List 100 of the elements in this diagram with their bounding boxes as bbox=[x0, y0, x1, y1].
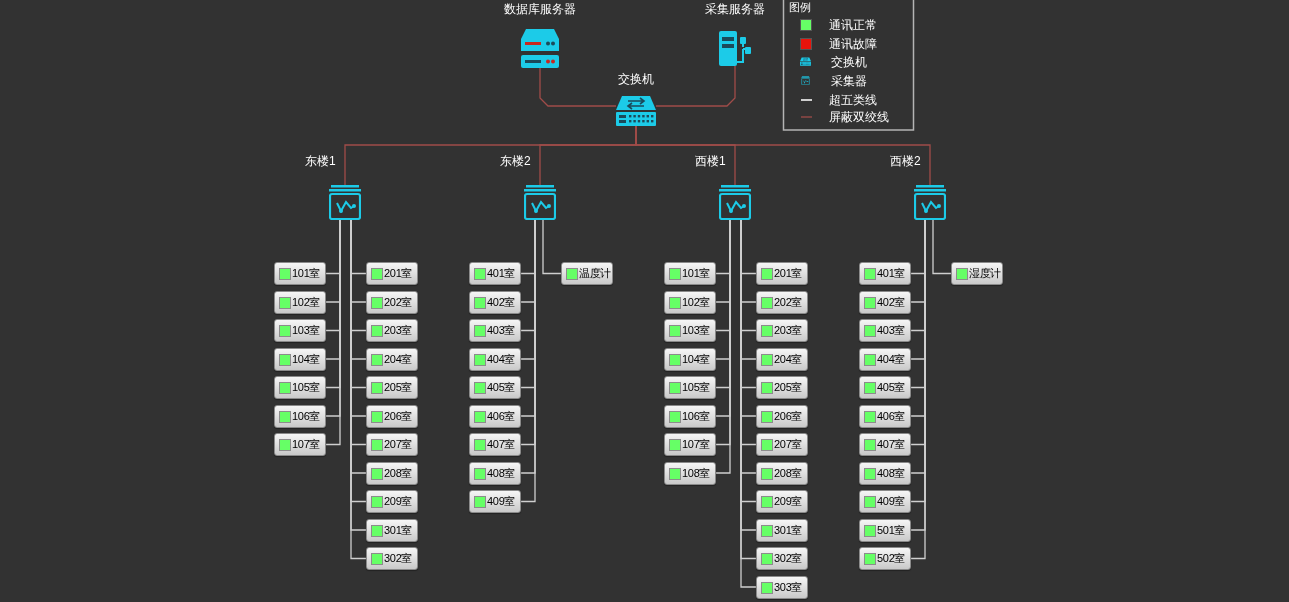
device-card bbox=[274, 433, 326, 456]
device-card bbox=[756, 490, 808, 513]
device-label: 106室 bbox=[292, 409, 321, 423]
device-label: 402室 bbox=[487, 295, 516, 309]
device-label: 403室 bbox=[877, 324, 906, 337]
device-card bbox=[756, 433, 808, 456]
device-card bbox=[366, 290, 418, 314]
device-label: 401室 bbox=[487, 267, 516, 280]
device-label: 502室 bbox=[877, 552, 906, 565]
device-label: 105室 bbox=[682, 381, 711, 394]
device-card bbox=[469, 404, 521, 428]
device-label: 103室 bbox=[292, 324, 321, 337]
device-label: 407室 bbox=[877, 438, 906, 451]
device-card bbox=[859, 376, 911, 399]
device-label: 107室 bbox=[682, 438, 711, 451]
device-label: 104室 bbox=[292, 352, 321, 366]
device-label: 403室 bbox=[487, 324, 516, 337]
device-card bbox=[859, 433, 911, 456]
device-card bbox=[274, 347, 326, 371]
device-card bbox=[366, 433, 418, 456]
device-label: 206室 bbox=[384, 409, 413, 423]
device-card bbox=[469, 347, 521, 371]
device-card bbox=[664, 290, 716, 314]
device-card bbox=[274, 376, 326, 399]
device-card bbox=[366, 547, 418, 570]
device-label: 404室 bbox=[877, 352, 906, 366]
device-label: 107室 bbox=[292, 438, 321, 451]
device-card bbox=[366, 262, 418, 285]
node-label: 西楼2 bbox=[890, 154, 921, 168]
device-card bbox=[469, 376, 521, 399]
device-card bbox=[756, 547, 808, 570]
device-card bbox=[274, 319, 326, 342]
node-label: 采集服务器 bbox=[705, 2, 765, 16]
device-card bbox=[274, 290, 326, 314]
device-label: 402室 bbox=[877, 295, 906, 309]
device-label: 203室 bbox=[384, 324, 413, 337]
device-card bbox=[756, 518, 808, 542]
device-card bbox=[366, 461, 418, 485]
device-card bbox=[664, 461, 716, 485]
device-label: 205室 bbox=[384, 381, 413, 394]
device-card bbox=[756, 262, 808, 285]
device-label: 202室 bbox=[384, 295, 413, 309]
device-card bbox=[859, 404, 911, 428]
device-label: 201室 bbox=[384, 267, 413, 280]
device-card bbox=[469, 433, 521, 456]
device-card bbox=[664, 347, 716, 371]
device-label: 温度计 bbox=[579, 267, 612, 280]
device-card bbox=[859, 347, 911, 371]
device-label: 303室 bbox=[774, 580, 803, 594]
legend-label: 交换机 bbox=[831, 55, 867, 69]
device-label: 108室 bbox=[682, 466, 711, 480]
device-label: 207室 bbox=[774, 438, 803, 451]
device-card bbox=[756, 290, 808, 314]
legend-label: 屏蔽双绞线 bbox=[829, 110, 889, 124]
device-card bbox=[469, 319, 521, 342]
device-card bbox=[469, 490, 521, 513]
device-label: 206室 bbox=[774, 409, 803, 423]
node-label: 交换机 bbox=[618, 72, 654, 86]
cable-line bbox=[539, 67, 617, 107]
cable-line bbox=[542, 219, 562, 275]
device-label: 105室 bbox=[292, 381, 321, 394]
node-label: 东楼1 bbox=[305, 154, 336, 168]
device-label: 101室 bbox=[292, 267, 321, 280]
device-label: 405室 bbox=[487, 381, 516, 394]
cable-line bbox=[655, 65, 736, 107]
device-label: 408室 bbox=[877, 466, 906, 480]
device-card bbox=[366, 347, 418, 371]
device-label: 406室 bbox=[877, 409, 906, 423]
device-card bbox=[859, 262, 911, 285]
device-label: 202室 bbox=[774, 295, 803, 309]
legend-label: 通讯正常 bbox=[829, 18, 877, 32]
device-label: 204室 bbox=[774, 352, 803, 366]
device-label: 301室 bbox=[384, 523, 413, 537]
device-label: 409室 bbox=[877, 495, 906, 508]
device-card bbox=[664, 376, 716, 399]
device-label: 302室 bbox=[774, 552, 803, 565]
device-card bbox=[366, 518, 418, 542]
device-label: 406室 bbox=[487, 409, 516, 423]
device-card bbox=[664, 404, 716, 428]
device-card bbox=[756, 404, 808, 428]
device-label: 408室 bbox=[487, 466, 516, 480]
device-label: 401室 bbox=[877, 267, 906, 280]
legend-label: 超五类线 bbox=[829, 93, 877, 107]
device-card bbox=[664, 262, 716, 285]
device-label: 407室 bbox=[487, 438, 516, 451]
device-label: 205室 bbox=[774, 381, 803, 394]
device-card bbox=[756, 347, 808, 371]
device-card bbox=[469, 290, 521, 314]
device-label: 106室 bbox=[682, 409, 711, 423]
cable-line bbox=[932, 219, 952, 275]
device-label: 404室 bbox=[487, 352, 516, 366]
node-label: 西楼1 bbox=[695, 154, 726, 168]
device-card bbox=[859, 490, 911, 513]
device-card bbox=[756, 319, 808, 342]
device-card bbox=[561, 262, 613, 285]
legend-title: 图例 bbox=[789, 0, 811, 14]
device-label: 301室 bbox=[774, 523, 803, 537]
device-label: 208室 bbox=[774, 466, 803, 480]
device-card bbox=[664, 319, 716, 342]
device-card bbox=[756, 461, 808, 485]
